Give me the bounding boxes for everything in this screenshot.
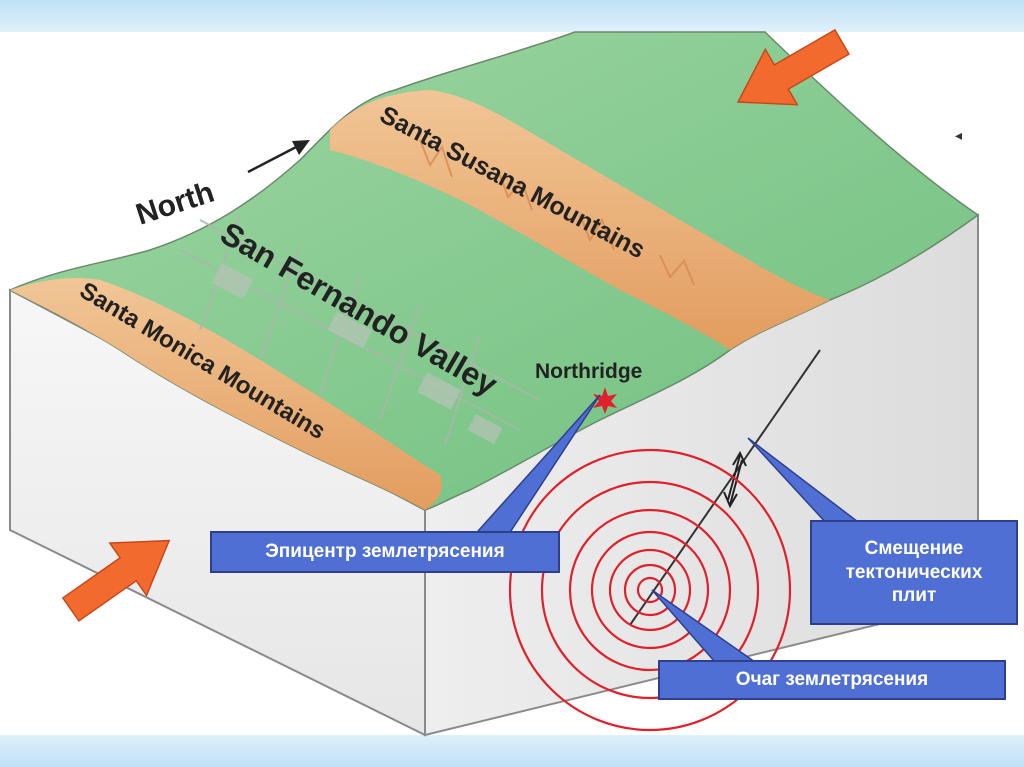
corner-mark: ◂ <box>955 127 962 143</box>
plate-shift-line-2: тектонических <box>846 561 983 585</box>
focus-callout-text: Очаг землетрясения <box>736 668 928 692</box>
focus-callout: Очаг землетрясения <box>658 660 1006 700</box>
plate-shift-line-3: плит <box>892 584 937 608</box>
epicenter-callout-text: Эпицентр землетрясения <box>265 540 504 564</box>
plate-shift-line-1: Смещение <box>865 537 964 561</box>
plate-shift-callout: Смещение тектонических плит <box>810 520 1018 625</box>
epicenter-callout: Эпицентр землетрясения <box>210 531 560 573</box>
northridge-label: Northridge <box>535 360 642 383</box>
